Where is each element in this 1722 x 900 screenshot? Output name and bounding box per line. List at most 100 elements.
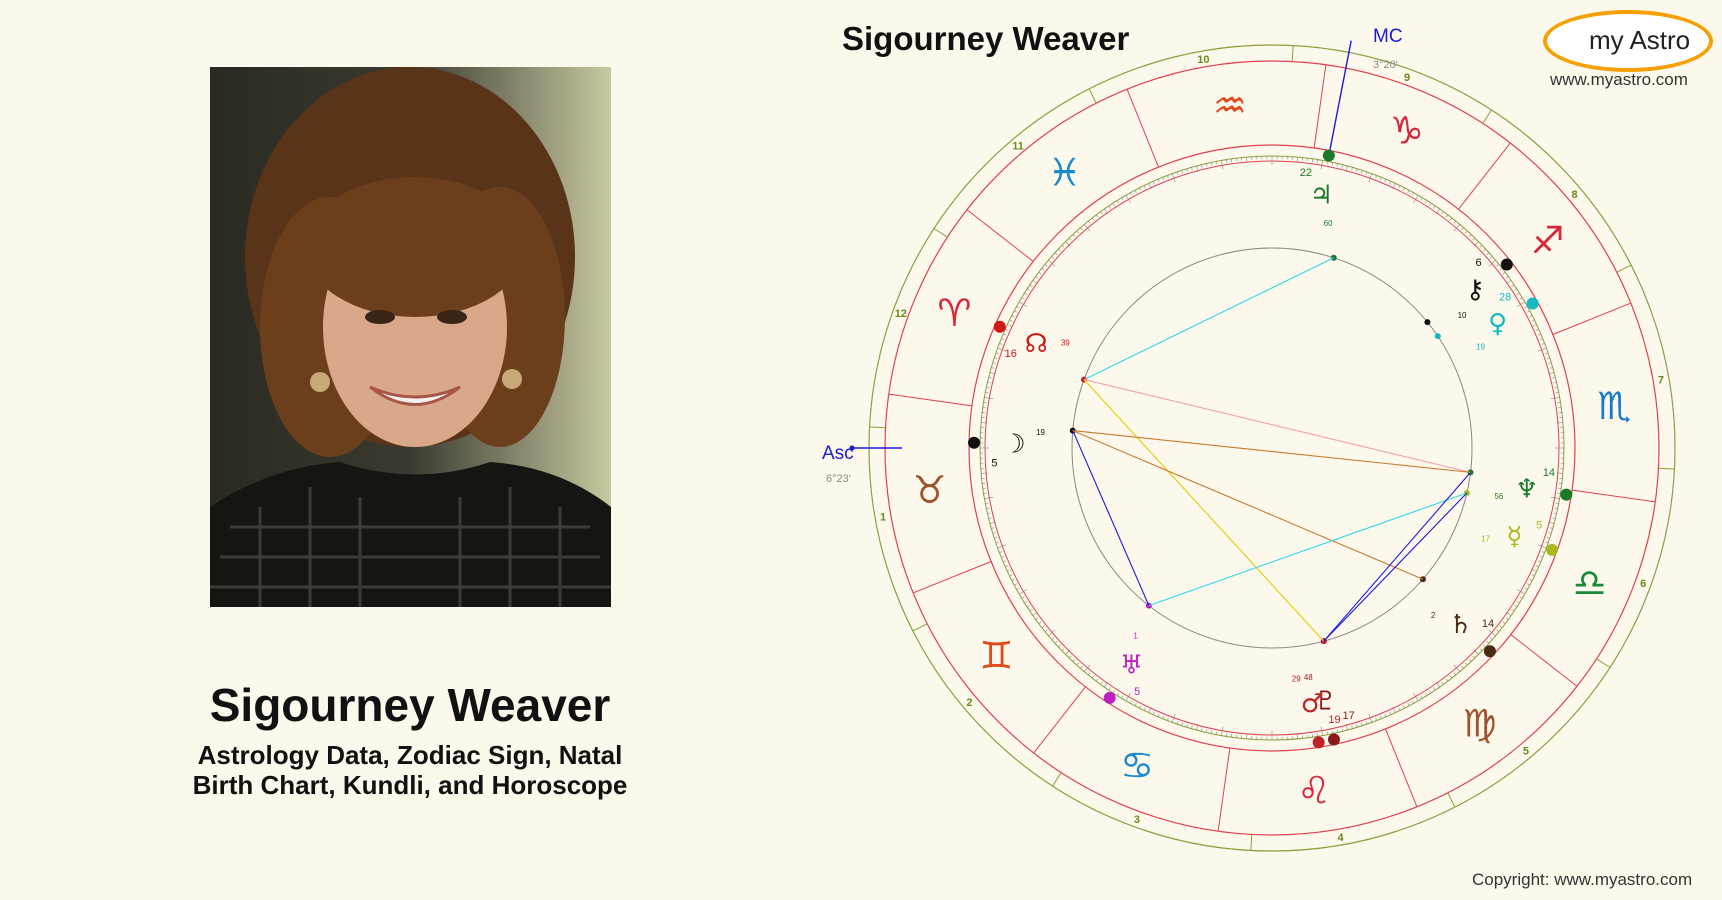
degree-tick [1011,578,1015,581]
outer-cusp-line [1596,658,1611,668]
degree-tick [1453,224,1460,232]
house-number: 1 [880,512,886,524]
degree-tick [1489,637,1493,640]
degree-tick [1167,717,1169,721]
degree-tick [1336,163,1338,167]
degree-tick [1511,284,1515,287]
degree-tick [1368,713,1373,723]
degree-tick [1552,377,1556,379]
degree-tick [1449,675,1453,679]
degree-tick [1555,391,1559,394]
degree-tick [1402,187,1405,191]
site-url[interactable]: www.myastro.com [1550,70,1688,89]
degree-tick [1186,724,1188,728]
degree-tick [1001,338,1005,341]
degree-tick [1445,678,1448,682]
degree-tick [1220,160,1224,170]
aspect-line [1072,430,1471,473]
degree-tick [1080,665,1083,669]
degree-tick [1531,319,1535,322]
aspect-line [1083,379,1325,642]
aspect-line [1083,379,1471,473]
degree-tick [1519,596,1523,599]
degree-tick [999,343,1003,345]
asc-degree: 6°23' [826,473,851,485]
asc-marker [849,445,855,451]
neptune-minute: 56 [1494,492,1503,501]
degree-tick [1130,700,1133,704]
degree-tick [1548,362,1552,364]
chiron-ring-dot [1500,258,1513,271]
degree-tick [1392,183,1396,189]
house-cusp-line [1033,686,1086,754]
degree-tick [1152,181,1155,185]
degree-tick [991,527,995,529]
north-node-degree: 16 [1005,348,1017,360]
degree-tick [1496,629,1500,632]
outer-cusp-line [1250,834,1253,851]
degree-tick [1368,173,1373,183]
house-cusp-line [912,561,992,594]
degree-tick [992,362,996,364]
degree-tick [1112,690,1115,694]
degree-tick [1215,161,1218,165]
degree-tick [1514,288,1518,291]
sign-glyph-sagittarius: ♐ [1530,218,1564,262]
degree-tick [1341,728,1343,732]
degree-tick [1121,197,1124,201]
degree-tick [1051,256,1055,259]
degree-tick [1545,541,1549,544]
degree-tick [1483,248,1486,252]
chiron-aspect-point [1424,319,1431,326]
house-number: 5 [1523,746,1529,758]
degree-tick [1375,717,1377,721]
degree-tick [1201,728,1203,732]
degree-tick [1474,241,1479,246]
degree-tick [1468,234,1472,237]
degree-tick [1479,244,1483,248]
degree-tick [1556,472,1563,474]
degree-tick [1384,713,1387,717]
neptune-degree: 14 [1543,467,1555,479]
degree-tick [1044,629,1048,632]
outer-cusp-line [869,426,886,429]
degree-tick [1035,276,1039,279]
degree-tick [1196,724,1199,731]
degree-tick [1108,687,1111,691]
chiron-glyph: ⚷ [1466,275,1485,305]
house-cusp-line [1313,64,1327,149]
degree-tick [1505,617,1509,620]
degree-tick [1117,692,1120,696]
degree-tick [1061,648,1065,652]
house-number: 9 [1404,72,1410,84]
degree-tick [1413,194,1419,204]
degree-tick [1005,565,1009,568]
degree-tick [1461,665,1464,669]
degree-tick [1331,162,1334,166]
degree-tick [1076,230,1079,234]
jupiter-glyph: ♃ [1310,181,1333,211]
myastro-logo[interactable]: my Astro [1543,10,1713,72]
outer-cusp-line [1291,45,1294,62]
degree-tick [1296,157,1298,164]
degree-tick [1148,707,1152,713]
mc-degree: 3°20' [1373,59,1398,71]
degree-tick [1068,237,1072,241]
degree-tick [1529,578,1533,581]
degree-tick [1041,625,1045,629]
degree-tick [1445,214,1448,218]
degree-tick [1351,725,1353,729]
degree-tick [1096,678,1099,682]
degree-tick [1084,224,1091,232]
degree-tick [1524,306,1528,309]
degree-tick [1549,527,1553,529]
degree-ring-inner [984,160,1560,736]
sign-glyph-aries: ♈ [937,291,971,335]
degree-tick [1453,664,1460,672]
degree-tick [1003,560,1007,563]
degree-tick [1186,168,1188,172]
mercury-ring-dot [1546,543,1559,556]
degree-tick [1441,681,1444,685]
degree-tick [1005,328,1009,331]
